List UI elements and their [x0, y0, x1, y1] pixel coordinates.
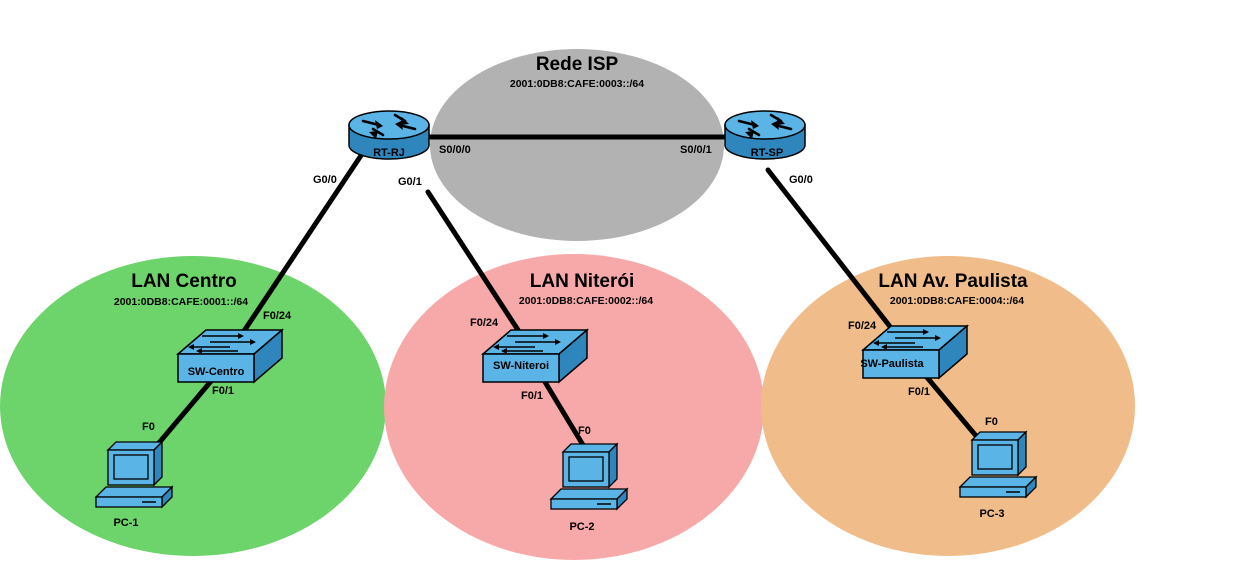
zone-paulista-subnet: 2001:0DB8:CAFE:0004::/64	[890, 295, 1024, 307]
device-label-rt-sp: RT-SP	[751, 147, 783, 159]
port-label: F0	[985, 416, 998, 428]
port-label: F0	[142, 421, 155, 433]
pc-icon[interactable]	[95, 441, 173, 508]
zone-niteroi-title: LAN Niterói	[530, 271, 635, 292]
zone-isp-subnet: 2001:0DB8:CAFE:0003::/64	[510, 78, 644, 90]
link-swcentro-pc1	[155, 377, 215, 447]
links	[155, 134, 980, 448]
pc-icon[interactable]	[550, 443, 628, 510]
zone-centro-title: LAN Centro	[131, 271, 237, 292]
port-label: G0/0	[789, 174, 813, 186]
port-label: F0/24	[848, 320, 877, 332]
device-label-pc2: PC-2	[569, 521, 594, 533]
device-label-sw-niteroi: SW-Niteroi	[493, 360, 549, 372]
zone-niteroi-subnet: 2001:0DB8:CAFE:0002::/64	[519, 295, 653, 307]
link-swpaulista-pc3	[922, 372, 980, 440]
device-label-sw-centro: SW-Centro	[188, 366, 245, 378]
port-label: F0/24	[470, 317, 499, 329]
port-label: F0/24	[263, 310, 292, 322]
device-label-sw-paulista: SW-Paulista	[860, 358, 924, 370]
zone-isp-title: Rede ISP	[536, 54, 619, 75]
zone-centro-subnet: 2001:0DB8:CAFE:0001::/64	[114, 296, 248, 308]
zone-isp	[430, 49, 724, 241]
link-rj-swniteroi	[425, 189, 521, 333]
port-label: F0	[578, 425, 591, 437]
port-label: F0/1	[212, 385, 234, 397]
device-label-pc3: PC-3	[979, 508, 1004, 520]
zone-niteroi	[384, 254, 764, 560]
port-label: S0/0/1	[680, 144, 712, 156]
port-label: F0/1	[908, 386, 930, 398]
pc-icon[interactable]	[959, 431, 1037, 498]
zone-paulista-title: LAN Av. Paulista	[878, 271, 1028, 292]
port-label: G0/0	[313, 174, 337, 186]
port-label: F0/1	[521, 390, 543, 402]
device-label-rt-rj: RT-RJ	[373, 147, 405, 159]
port-label: G0/1	[398, 176, 422, 188]
link-sp-swpaulista	[765, 167, 898, 336]
device-label-pc1: PC-1	[113, 517, 138, 529]
link-rj-swcentro	[235, 151, 365, 343]
link-swniteroi-pc2	[542, 379, 586, 448]
port-label: S0/0/0	[439, 144, 471, 156]
